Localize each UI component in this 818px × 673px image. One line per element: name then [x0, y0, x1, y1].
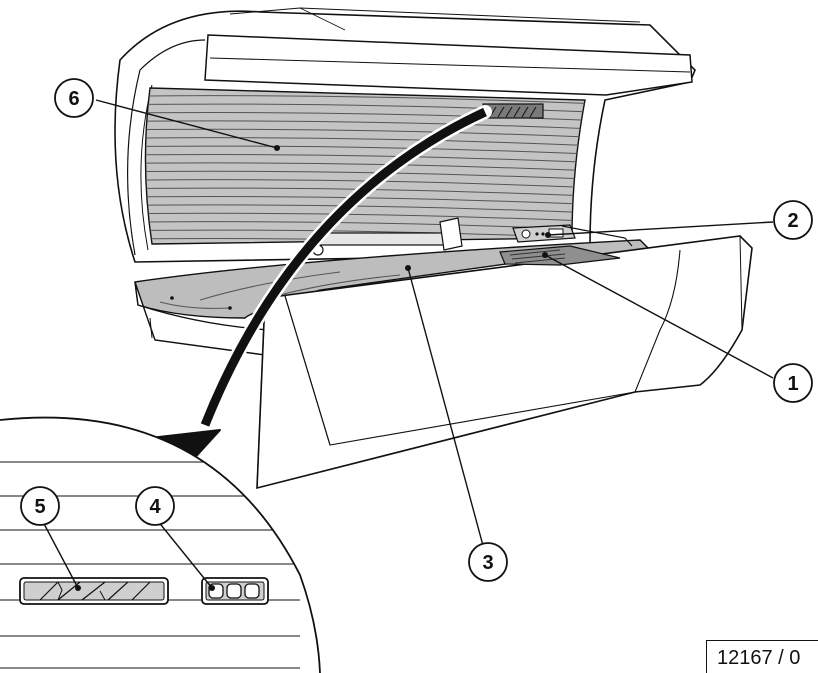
callout-5-label: 5	[34, 496, 45, 518]
lamp-tube-line	[145, 204, 586, 214]
leader-lines	[41, 99, 774, 589]
callout-4: 4	[135, 486, 175, 526]
reference-code: 12167 / 0	[717, 647, 801, 669]
callout-6-label: 6	[68, 88, 79, 110]
canopy-hinges	[312, 217, 463, 256]
lamp-tube-line	[145, 95, 586, 105]
lamp-tube-line	[145, 153, 586, 164]
bench-front-skirt	[256, 235, 753, 490]
callout-3: 3	[468, 542, 508, 582]
callout-3-label: 3	[482, 552, 493, 574]
callout-2-label: 2	[787, 210, 798, 232]
control-panel	[499, 245, 621, 266]
lamp-tube-line	[145, 162, 586, 172]
callout-6: 6	[54, 78, 94, 118]
callout-4-label: 4	[149, 496, 161, 518]
canopy-lamp-panel	[144, 87, 586, 245]
bench	[134, 224, 753, 490]
leader-dots	[75, 145, 551, 591]
reference-code-box: 12167 / 0	[706, 640, 818, 673]
callout-2: 2	[773, 200, 813, 240]
lamp-tube-line	[145, 212, 586, 223]
callout-1-label: 1	[787, 373, 798, 395]
detail-zoom-view	[0, 416, 321, 673]
callout-1: 1	[773, 363, 813, 403]
lamp-tube-line	[145, 120, 586, 130]
lamp-tube-line	[145, 170, 586, 181]
lamp-tube-line	[145, 137, 586, 147]
lamp-tube-line	[145, 128, 586, 139]
lamp-tube-line	[145, 145, 586, 155]
callout-5: 5	[20, 486, 60, 526]
zoom-arrow	[149, 105, 492, 464]
